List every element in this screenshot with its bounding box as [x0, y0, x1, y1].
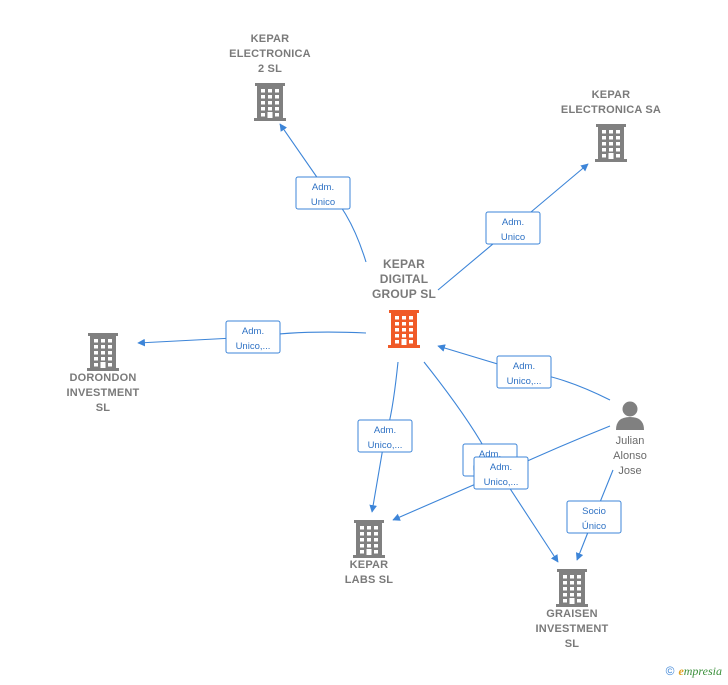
edge-label-text: Adm. — [502, 217, 524, 228]
edge-label-text: Unico,... — [368, 440, 403, 451]
building-icon — [254, 83, 286, 121]
edge-label-text: Unico,... — [236, 341, 271, 352]
node-label: DIGITAL — [380, 272, 429, 286]
building-icon — [353, 520, 385, 558]
node-label: INVESTMENT — [67, 387, 140, 399]
copyright-symbol: © — [665, 664, 675, 678]
node-esa[interactable]: KEPAR ELECTRONICA SA — [561, 89, 661, 162]
node-label: KEPAR — [592, 89, 631, 101]
node-label: GRAISEN — [546, 608, 598, 620]
edge-label-text: Adm. — [479, 449, 501, 460]
footer-brand: ©empresia — [666, 664, 722, 679]
node-label: Julian — [616, 435, 645, 447]
node-dor[interactable]: DORONDON INVESTMENT SL — [67, 333, 140, 414]
node-label: ELECTRONICA SA — [561, 104, 661, 116]
edge-label-box — [566, 500, 622, 534]
node-label: DORONDON — [70, 372, 137, 384]
edge-label-text: Adm. — [242, 326, 264, 337]
edges-layer — [137, 123, 614, 563]
edge-labels-layer: Adm.UnicoAdm.UnicoAdm.Unico,...Adm.Unico… — [225, 176, 622, 534]
edge-label-box — [485, 211, 541, 245]
edge-label-ed4[interactable]: Adm. Unico,... — [496, 355, 552, 389]
edge-label-text: Unico,... — [507, 376, 542, 387]
edge-label-text: Unico,... — [484, 477, 519, 488]
edge-label-ed3[interactable]: Adm. Unico,... — [225, 320, 281, 354]
edge-label-ed1[interactable]: Adm. Unico — [295, 176, 351, 210]
edge-label-ed7[interactable]: Adm. Unico,... — [473, 456, 529, 490]
node-label: LABS SL — [345, 574, 394, 586]
node-label: 2 SL — [258, 63, 282, 75]
node-label: ELECTRONICA — [229, 48, 311, 60]
node-label: SL — [96, 402, 111, 414]
node-label: KEPAR — [251, 33, 290, 45]
node-grai[interactable]: GRAISEN INVESTMENT SL — [536, 569, 609, 650]
node-label: KEPAR — [383, 257, 425, 271]
edge-label-text: Adm. — [513, 361, 535, 372]
edge-label-text: Adm. — [374, 425, 396, 436]
edge-label-box — [473, 456, 529, 490]
building-icon — [87, 333, 119, 371]
edge-label-text: Adm. — [312, 182, 334, 193]
edge-label-text: Socio — [582, 506, 606, 517]
edge-label-text: Unico — [311, 197, 335, 208]
node-label: SL — [565, 638, 580, 650]
brand-name: mpresia — [683, 664, 722, 678]
node-label: KEPAR — [350, 559, 389, 571]
building-icon — [388, 310, 420, 348]
edge-label-box — [225, 320, 281, 354]
edge-label-box — [496, 355, 552, 389]
edge-label-ed5[interactable]: Adm. Unico,... — [357, 419, 413, 453]
edge-label-text: Unico — [501, 232, 525, 243]
node-label: Alonso — [613, 450, 647, 462]
node-label: INVESTMENT — [536, 623, 609, 635]
brand-initial: e — [678, 664, 684, 678]
node-e2[interactable]: KEPAR ELECTRONICA 2 SL — [229, 33, 311, 121]
edge-label-box — [357, 419, 413, 453]
node-label: Jose — [618, 465, 641, 477]
edge-label-box — [295, 176, 351, 210]
edge-label-text: Adm. — [490, 462, 512, 473]
person-icon — [616, 401, 644, 430]
edge-label-text: Único — [582, 521, 606, 532]
building-icon — [556, 569, 588, 607]
node-labs[interactable]: KEPAR LABS SL — [345, 520, 394, 586]
edge-label-ed2[interactable]: Adm. Unico — [485, 211, 541, 245]
node-label: GROUP SL — [372, 287, 436, 301]
building-icon — [595, 124, 627, 162]
